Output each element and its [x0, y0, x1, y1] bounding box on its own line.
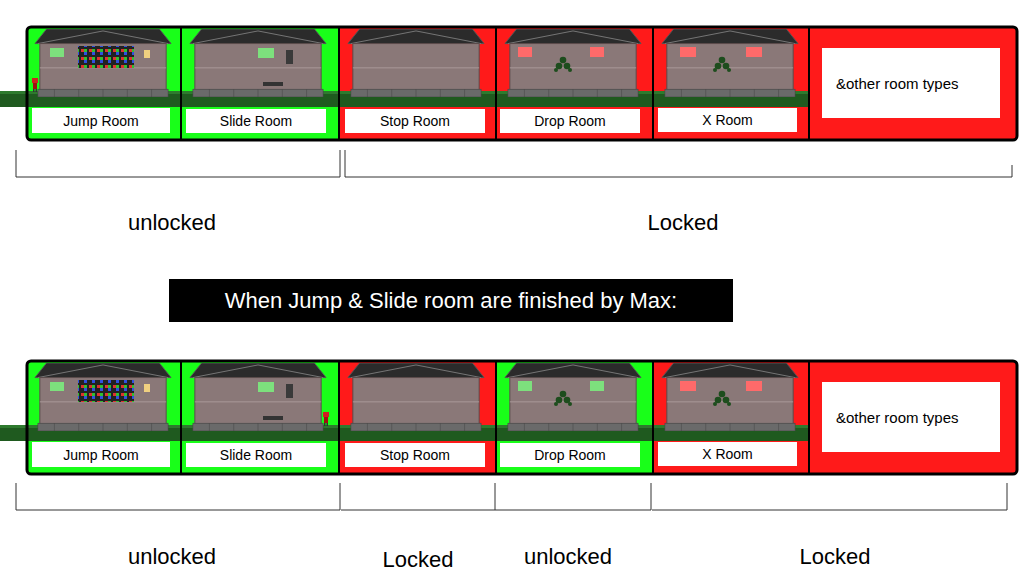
room-label: Slide Room — [186, 443, 326, 467]
door — [286, 50, 293, 64]
lamp — [144, 50, 150, 58]
room-name: &other room types — [836, 75, 959, 92]
bush — [713, 57, 731, 72]
banner: When Jump & Slide room are finished by M… — [169, 279, 733, 322]
room-name: Slide Room — [220, 447, 292, 463]
window — [680, 47, 696, 57]
house — [662, 363, 798, 431]
lights — [78, 46, 134, 68]
max-figure — [32, 78, 38, 92]
row-frame — [27, 27, 1017, 140]
window — [50, 48, 64, 57]
window — [258, 48, 274, 58]
house — [190, 29, 326, 97]
unlocked-tile — [27, 27, 181, 140]
window — [590, 381, 604, 391]
locked-tile — [339, 361, 496, 474]
unlocked-tile — [496, 361, 653, 474]
unlocked-tile — [27, 361, 181, 474]
window — [746, 47, 762, 57]
room-label: Stop Room — [345, 109, 485, 133]
room-label: Drop Room — [500, 443, 640, 467]
unlocked-tile — [181, 361, 339, 474]
window — [590, 47, 604, 57]
house — [505, 363, 641, 431]
window — [518, 47, 532, 57]
room-name: Drop Room — [534, 113, 606, 129]
bed — [263, 82, 283, 86]
room-name: Drop Room — [534, 447, 606, 463]
room-label: Jump Room — [32, 442, 170, 467]
room-name: X Room — [702, 112, 753, 128]
bush — [713, 391, 731, 406]
room-name: Stop Room — [380, 447, 450, 463]
bracket — [16, 150, 1012, 177]
room-name: Slide Room — [220, 113, 292, 129]
room-row — [0, 27, 1017, 140]
door — [286, 384, 293, 398]
max-figure — [323, 412, 329, 426]
room-label: Jump Room — [32, 108, 170, 133]
locked-tile — [339, 27, 496, 140]
row-frame — [27, 361, 1017, 474]
locked-tile — [809, 27, 1017, 140]
room-label: Stop Room — [345, 443, 485, 467]
room-label: &other room types — [822, 48, 1000, 118]
locked-tile — [809, 361, 1017, 474]
room-name: X Room — [702, 446, 753, 462]
locked-tile — [653, 361, 809, 474]
house — [505, 29, 641, 97]
room-label: Drop Room — [500, 109, 640, 133]
room-label: X Room — [658, 442, 797, 466]
locked-tile — [496, 27, 653, 140]
house — [35, 363, 171, 431]
house — [348, 29, 484, 97]
lock-state-label: Locked — [648, 210, 719, 236]
lock-state-label: unlocked — [524, 544, 612, 570]
bush — [554, 57, 572, 72]
room-row — [0, 361, 1017, 474]
room-label: Slide Room — [186, 109, 326, 133]
window — [258, 382, 274, 392]
house — [348, 363, 484, 431]
bed — [263, 416, 283, 420]
lights — [78, 380, 134, 402]
room-label: &other room types — [822, 382, 1000, 452]
locked-tile — [653, 27, 809, 140]
banner-text: When Jump & Slide room are finished by M… — [225, 288, 677, 314]
window — [746, 381, 762, 391]
window — [518, 381, 532, 391]
room-name: Jump Room — [63, 113, 138, 129]
bush — [554, 391, 572, 406]
unlocked-tile — [181, 27, 339, 140]
lock-state-label: unlocked — [128, 210, 216, 236]
window — [680, 381, 696, 391]
lock-state-label: unlocked — [128, 544, 216, 570]
lock-state-label: Locked — [383, 547, 454, 573]
house — [35, 29, 171, 97]
house — [662, 29, 798, 97]
bracket — [16, 483, 1007, 510]
room-name: Stop Room — [380, 113, 450, 129]
house — [190, 363, 326, 431]
lock-state-label: Locked — [800, 544, 871, 570]
lamp — [144, 384, 150, 392]
room-name: Jump Room — [63, 447, 138, 463]
room-label: X Room — [658, 108, 797, 132]
window — [50, 382, 64, 391]
room-name: &other room types — [836, 409, 959, 426]
